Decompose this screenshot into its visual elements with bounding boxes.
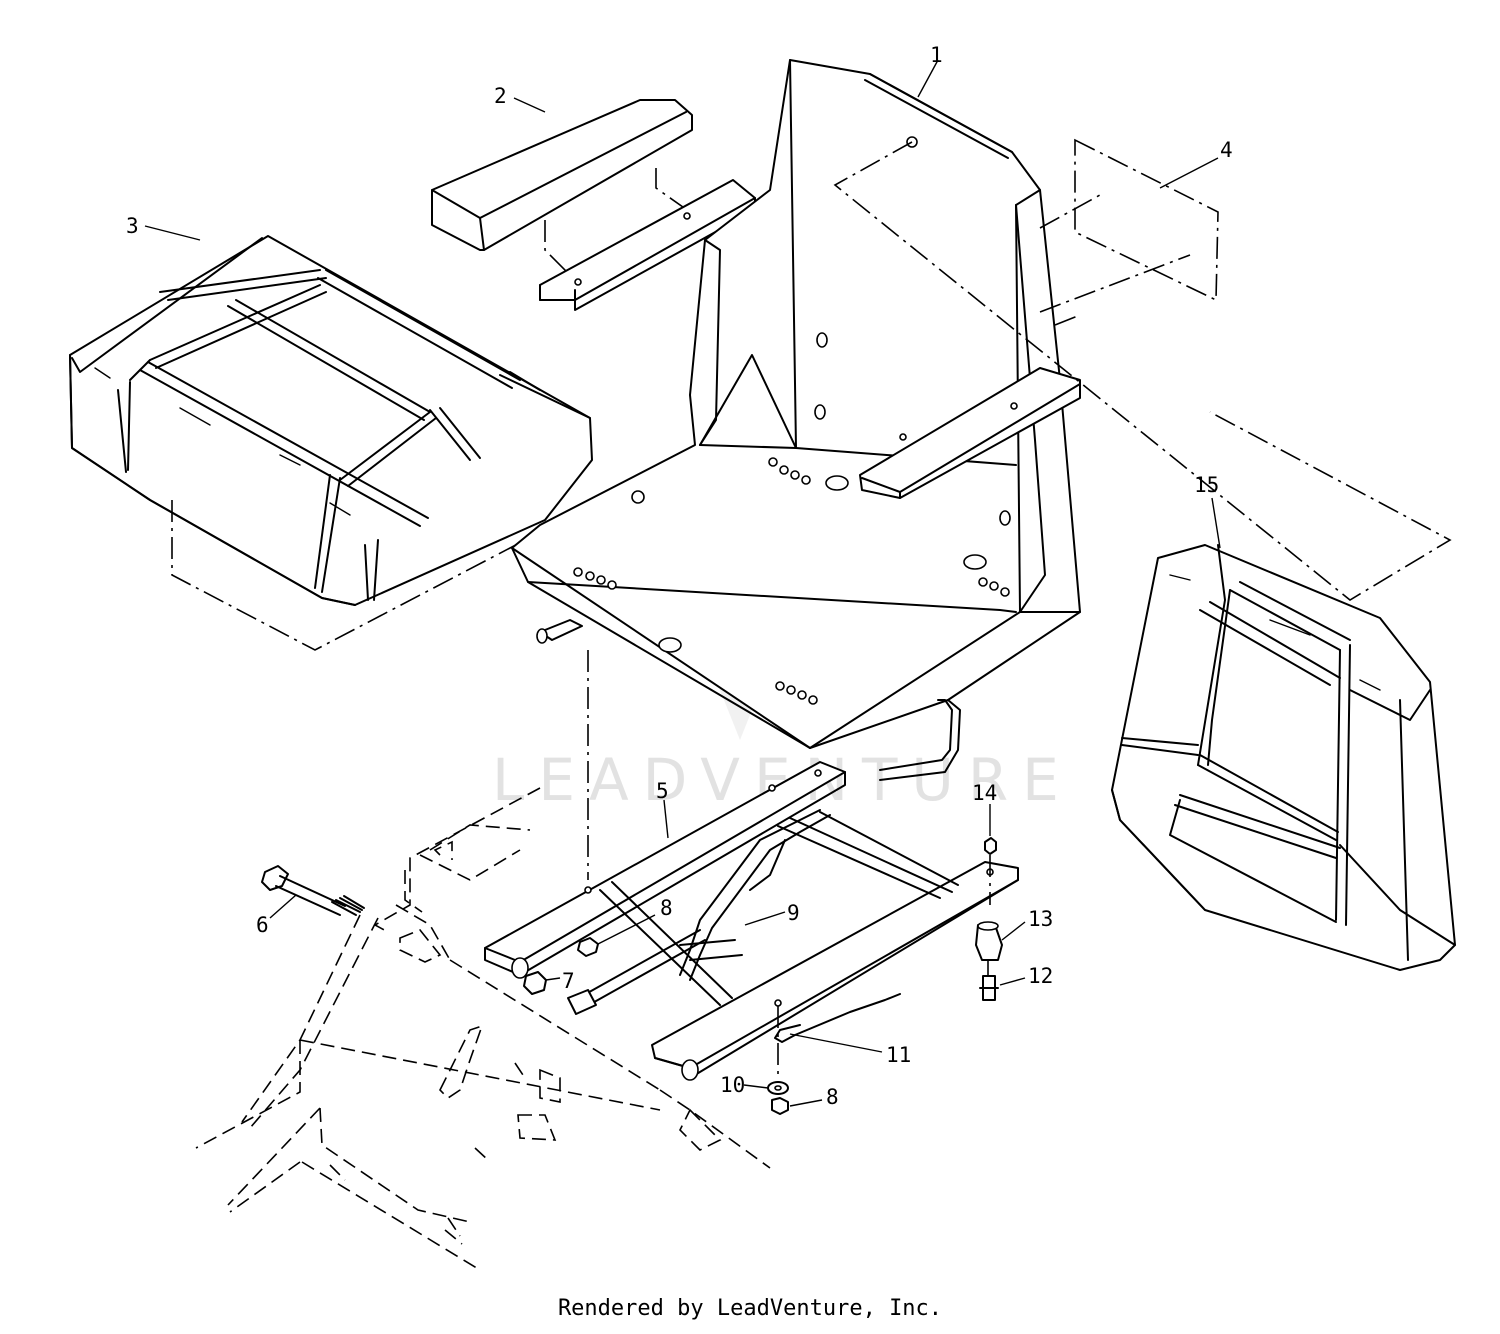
callout-6: 6 bbox=[256, 913, 269, 937]
seat-frame-part bbox=[511, 59, 1081, 781]
left-arm-bracket bbox=[539, 179, 756, 311]
callout-4: 4 bbox=[1220, 138, 1233, 162]
callout-9: 9 bbox=[787, 901, 800, 925]
callout-5: 5 bbox=[656, 779, 669, 803]
back-cushion-part bbox=[1111, 544, 1456, 971]
bolt-part bbox=[261, 865, 365, 916]
callout-14: 14 bbox=[972, 781, 997, 805]
callout-7: 7 bbox=[562, 969, 575, 993]
callout-8: 8 bbox=[660, 896, 673, 920]
frame-dashed bbox=[195, 787, 771, 1271]
callouts: 1 2 3 4 5 6 7 8 9 10 11 12 13 14 15 8 bbox=[126, 43, 1233, 1109]
callout-1: 1 bbox=[930, 43, 943, 67]
seat-cushion-part bbox=[69, 235, 593, 606]
callout-10: 10 bbox=[720, 1073, 745, 1097]
callout-15: 15 bbox=[1194, 473, 1219, 497]
callout-2: 2 bbox=[494, 84, 507, 108]
callout-8b: 8 bbox=[826, 1085, 839, 1109]
seat-slide-part bbox=[484, 761, 1019, 1115]
armrest-pad-part bbox=[431, 99, 693, 281]
callout-13: 13 bbox=[1028, 907, 1053, 931]
callout-3: 3 bbox=[126, 214, 139, 238]
callout-12: 12 bbox=[1028, 964, 1053, 988]
callout-11: 11 bbox=[886, 1043, 911, 1067]
footer-credit: Rendered by LeadVenture, Inc. bbox=[557, 1296, 943, 1321]
decal-part bbox=[833, 138, 1452, 601]
